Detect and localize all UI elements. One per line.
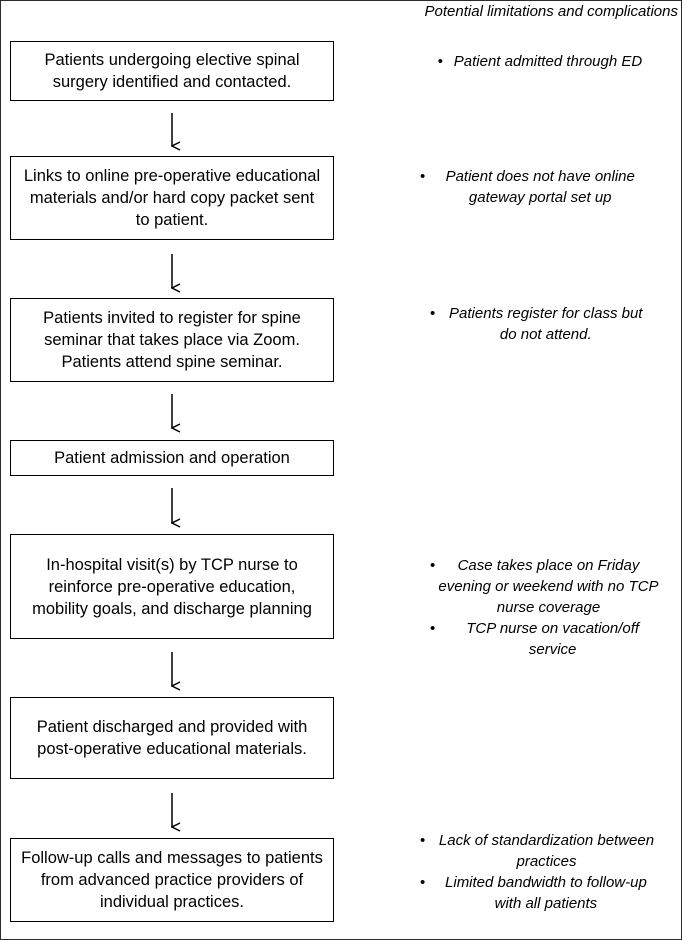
limitation-text: Patients register for class but do not a…: [449, 305, 643, 343]
limitation-text: Case takes place on Friday evening or we…: [438, 557, 659, 616]
step-5-box: In-hospital visit(s) by TCP nurse to rei…: [10, 534, 334, 639]
limitation-step-7: • Lack of standardization between practic…: [420, 830, 660, 914]
limitations-column-title: Potential limitations and complications: [424, 3, 678, 20]
limitation-step-5: •Case takes place on Friday evening or w…: [430, 555, 660, 660]
limitation-step-2: • Patient does not have online gateway po…: [420, 166, 650, 208]
step-3-text: Patients invited to register for spine s…: [43, 309, 301, 371]
step-6-text: Patient discharged and provided with pos…: [36, 718, 308, 758]
bullet-glyph: •: [430, 305, 436, 322]
step-3-box: Patients invited to register for spine s…: [10, 298, 334, 382]
bullet-glyph: •: [420, 168, 426, 185]
limitation-text: TCP nurse on vacation/off service: [466, 620, 640, 658]
bullet-glyph: •: [437, 53, 444, 70]
step-2-box: Links to online pre-operative educationa…: [10, 156, 334, 240]
step-6-box: Patient discharged and provided with pos…: [10, 697, 334, 779]
limitation-text: Limited bandwidth to follow-up with all …: [445, 874, 647, 912]
step-4-box: Patient admission and operation: [10, 440, 334, 476]
bullet-glyph: •: [430, 620, 436, 637]
step-7-box: Follow-up calls and messages to patients…: [10, 838, 334, 922]
bullet-glyph: •: [420, 832, 426, 849]
bullet-glyph: •: [420, 874, 426, 891]
limitation-text: Patient admitted through ED: [453, 53, 643, 70]
limitation-step-1: • Patient admitted through ED: [430, 51, 650, 72]
limitation-text: Patient does not have online gateway por…: [445, 168, 635, 206]
step-1-box: Patients undergoing elective spinal surg…: [10, 41, 334, 101]
step-2-text: Links to online pre-operative educationa…: [23, 167, 321, 229]
step-4-text: Patient admission and operation: [54, 449, 290, 467]
step-7-text: Follow-up calls and messages to patients…: [21, 849, 323, 911]
limitation-step-3: • Patients register for class but do not …: [430, 303, 650, 345]
step-1-text: Patients undergoing elective spinal surg…: [44, 51, 300, 91]
bullet-glyph: •: [430, 557, 436, 574]
limitation-text: Lack of standardization between practice…: [438, 832, 655, 870]
step-5-text: In-hospital visit(s) by TCP nurse to rei…: [32, 555, 312, 618]
